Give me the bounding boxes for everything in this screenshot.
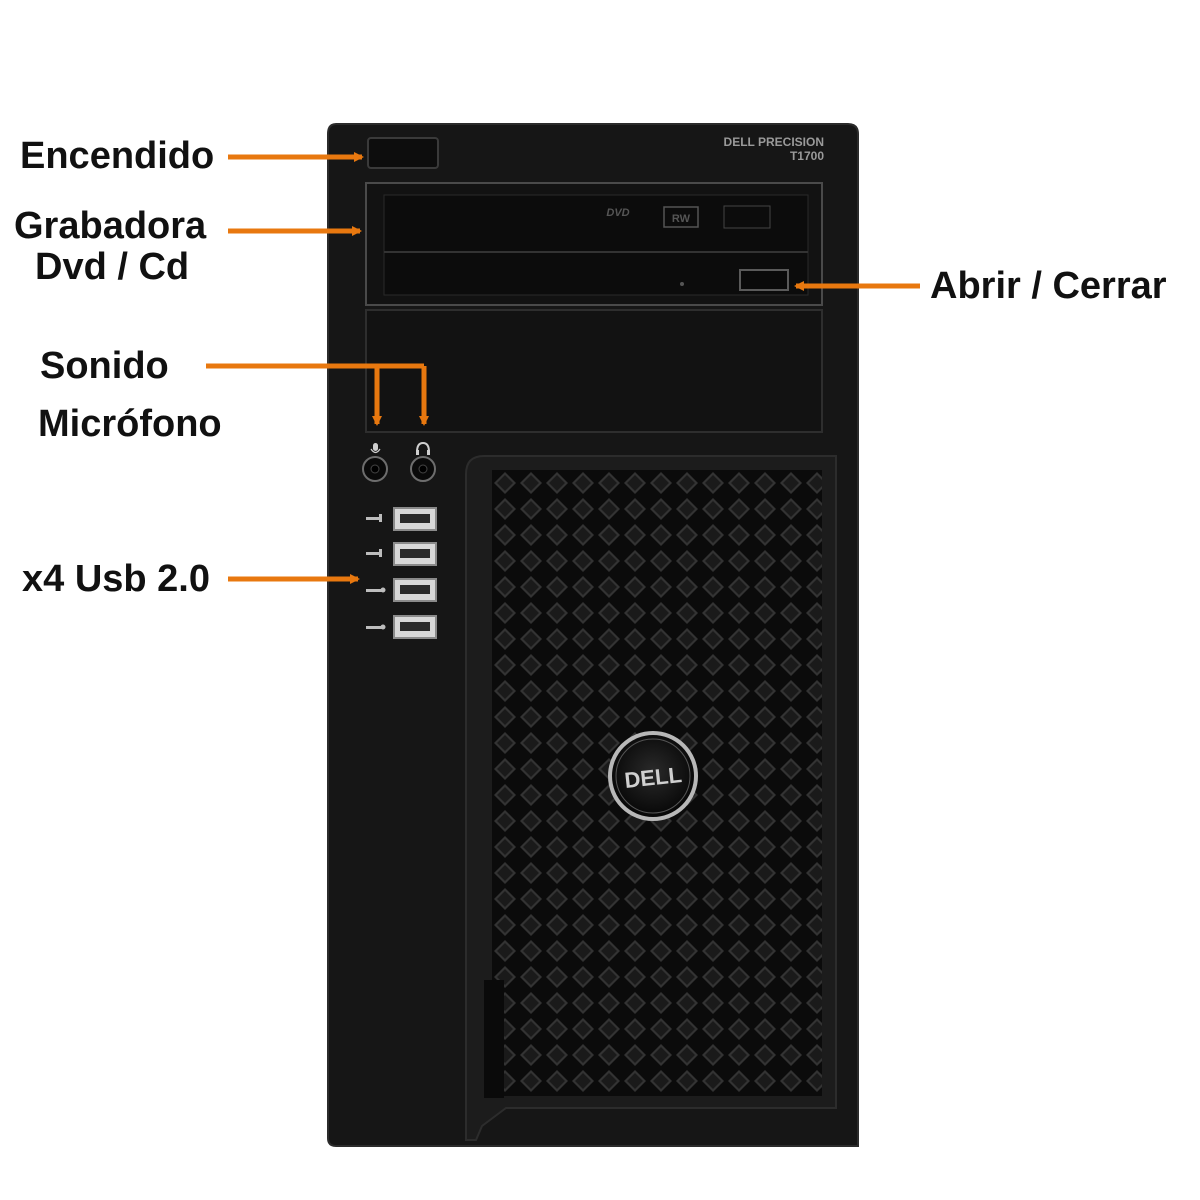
drive-led (680, 282, 684, 286)
sound-label: Sonido (40, 345, 169, 387)
usb-port-4[interactable] (393, 615, 437, 639)
power-button[interactable] (367, 137, 439, 169)
empty-drive-bay (365, 309, 823, 433)
brand-name: DELL PRECISION (724, 135, 824, 149)
burner-label-line1: Grabadora (14, 205, 207, 247)
usb-port-2[interactable] (393, 542, 437, 566)
microphone-jack[interactable] (362, 456, 388, 482)
burner-label-line2: Dvd / Cd (35, 246, 190, 288)
eject-button[interactable] (739, 269, 789, 291)
headphone-jack[interactable] (410, 456, 436, 482)
disc-logo-mark (723, 205, 771, 229)
usb-icon (366, 587, 386, 593)
usb3-icon (366, 549, 382, 557)
svg-text:DELL: DELL (623, 762, 683, 793)
audio-arrows (206, 363, 429, 426)
dvd-mark: DVD (606, 207, 629, 219)
usb-icon (366, 624, 386, 630)
power-label: Encendido (20, 135, 215, 177)
rw-mark: RW (672, 213, 691, 225)
microphone-icon (370, 443, 381, 454)
usb-port-1[interactable] (393, 507, 437, 531)
model-name: T1700 (790, 149, 824, 163)
grille-slot (484, 980, 504, 1098)
usb3-icon (366, 514, 382, 522)
headphone-icon (416, 441, 430, 455)
rw-mark-box (663, 206, 699, 228)
eject-label: Abrir / Cerrar (930, 265, 1167, 307)
optical-tray (383, 194, 809, 296)
dell-logo: DELL (608, 731, 698, 821)
usb-label: x4 Usb 2.0 (22, 558, 210, 600)
microphone-label: Micrófono (38, 403, 222, 445)
usb-port-3[interactable] (393, 578, 437, 602)
